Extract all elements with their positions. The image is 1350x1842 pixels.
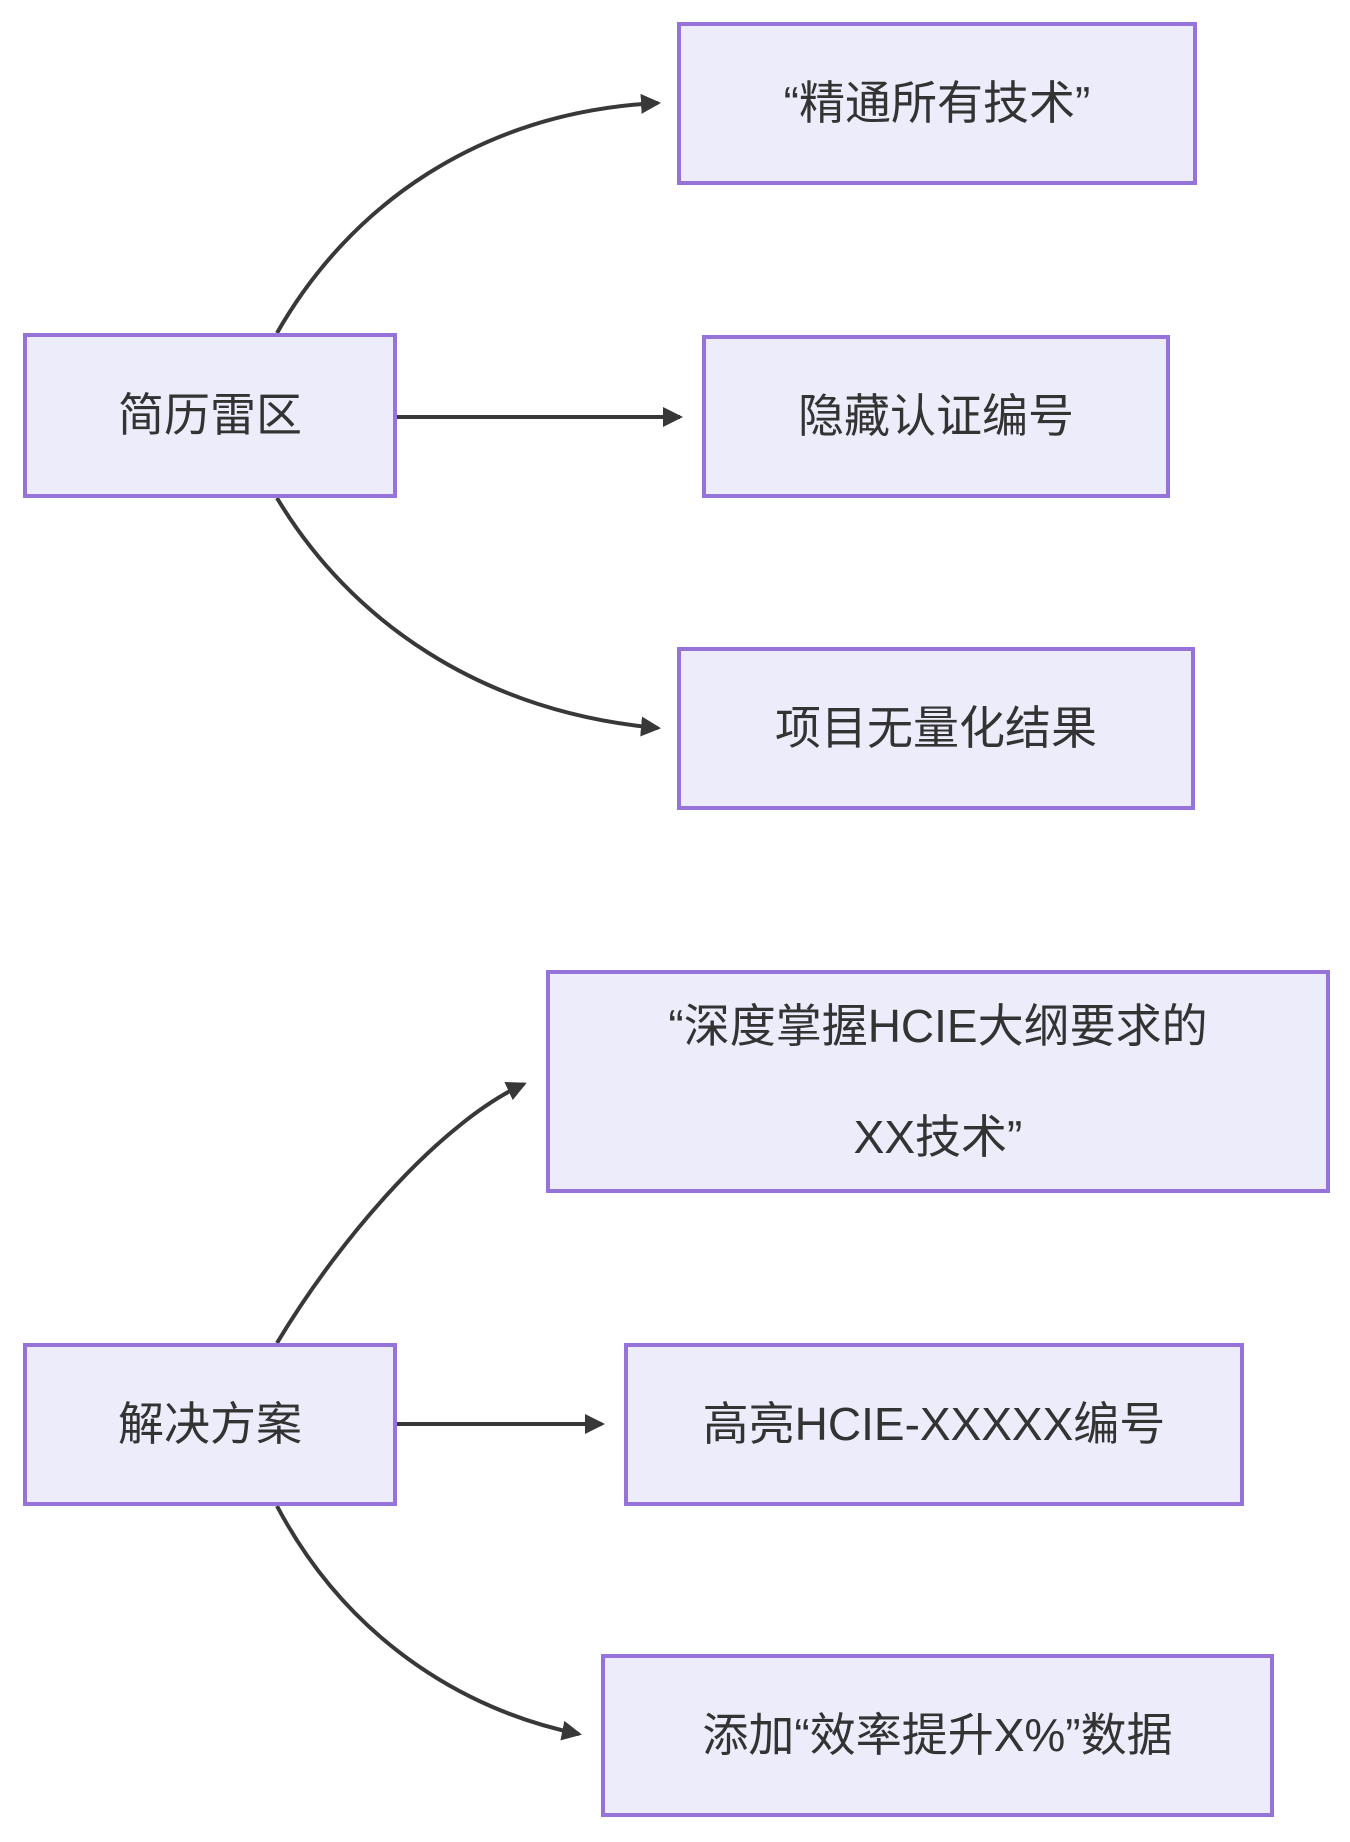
node-deep-mastery-hcie: “深度掌握HCIE大纲要求的 XX技术”	[546, 970, 1330, 1193]
node-highlight-hcie-number: 高亮HCIE-XXXXX编号	[624, 1343, 1244, 1506]
edge-solution-to-efficiency-data	[275, 1505, 582, 1741]
node-no-quantified-results: 项目无量化结果	[677, 647, 1195, 810]
node-resume-minefield: 简历雷区	[23, 333, 397, 498]
edge-minefield-to-master-all	[275, 93, 661, 334]
edge-minefield-to-no-quantified	[275, 496, 661, 737]
edge-solution-to-deep-mastery	[275, 1081, 527, 1345]
node-solution: 解决方案	[23, 1343, 397, 1506]
node-master-all-tech: “精通所有技术”	[677, 22, 1197, 185]
node-hidden-cert-number: 隐藏认证编号	[702, 335, 1170, 498]
node-add-efficiency-data: 添加“效率提升X%”数据	[601, 1654, 1274, 1817]
